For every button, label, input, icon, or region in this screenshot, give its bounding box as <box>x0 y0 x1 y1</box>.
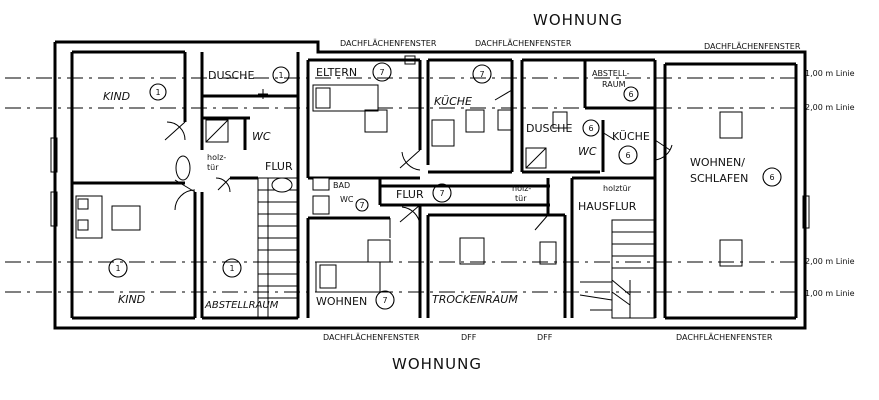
line-label-bottom-2m: 2,00 m Linie <box>805 257 855 266</box>
room-label-wc-1: WC <box>252 130 271 143</box>
unit-number-dusche-6: 6 <box>588 124 593 133</box>
stair-right <box>579 231 655 318</box>
window-label-dff-1: DFF <box>461 333 477 342</box>
header-bottom: WOHNUNG <box>392 355 482 373</box>
room-label-wohnen-6: WOHNEN/ <box>690 156 745 169</box>
room-label-schlafen-6: SCHLAFEN <box>690 172 748 185</box>
label-holztuer-2: holz- <box>512 184 531 193</box>
interior-walls <box>70 50 798 320</box>
room-label-bad-7-wc: WC <box>340 195 354 204</box>
doors <box>164 89 673 238</box>
unit-number-wohnen-6: 6 <box>769 173 774 182</box>
unit-number-kind-top: 1 <box>155 88 160 97</box>
room-label-wc-6: WC <box>578 145 597 158</box>
line-label-top-1m: 1,00 m Linie <box>805 69 855 78</box>
room-label-eltern: ELTERN <box>316 66 357 79</box>
window-label-top-left: DACHFLÄCHENFENSTER <box>340 38 437 48</box>
room-label-bad-7: BAD <box>333 181 350 190</box>
label-holztuer-2b: tür <box>515 194 527 203</box>
room-label-abstellraum-1: ABSTELLRAUM <box>204 300 279 311</box>
room-label-kueche-7: KÜCHE <box>434 95 472 108</box>
outer-walls <box>50 40 810 330</box>
line-label-bottom-1m: 1,00 m Linie <box>805 289 855 298</box>
line-label-top-2m: 2,00 m Linie <box>805 103 855 112</box>
unit-number-kind-bottom: 1 <box>115 264 120 273</box>
unit-number-flur-7: 7 <box>439 189 444 198</box>
label-holztuer-3: holztür <box>603 184 632 193</box>
unit-number-kueche-7: 7 <box>479 70 484 79</box>
window-label-dff-2: DFF <box>537 333 553 342</box>
window-label-bottom-right: DACHFLÄCHENFENSTER <box>676 332 773 342</box>
height-lines <box>5 77 800 293</box>
unit-number-bad-7: 7 <box>359 201 364 210</box>
room-label-trockenraum: TROCKENRAUM <box>432 293 518 306</box>
label-holztuer-1: holz- <box>207 153 226 162</box>
room-label-flur-7: FLUR <box>396 188 424 201</box>
room-label-kind-top: KIND <box>103 90 130 103</box>
unit-number-wohnen-7: 7 <box>382 296 387 305</box>
label-holztuer-1b: tür <box>207 163 219 172</box>
room-label-dusche-1: DUSCHE <box>208 69 254 82</box>
window-label-top-mid: DACHFLÄCHENFENSTER <box>475 38 572 48</box>
window-label-bottom-left: DACHFLÄCHENFENSTER <box>323 332 420 342</box>
fixtures <box>75 55 743 293</box>
room-label-kind-bottom: KIND <box>118 293 145 306</box>
room-label-dusche-6: DUSCHE <box>526 122 572 135</box>
stair-left <box>258 178 298 318</box>
unit-number-kueche-6: 6 <box>625 151 630 160</box>
room-label-wohnen-7: WOHNEN <box>316 295 367 308</box>
unit-number-abstellraum-6: 6 <box>628 90 633 99</box>
room-label-abstellraum-6: ABSTELL- <box>592 69 630 78</box>
header-top: WOHNUNG <box>533 11 623 29</box>
unit-number-abstellraum-1: 1 <box>229 264 234 273</box>
room-label-kueche-6: KÜCHE <box>612 130 650 143</box>
unit-number-eltern: 7 <box>379 68 384 77</box>
window-label-top-right: DACHFLÄCHENFENSTER <box>704 41 801 51</box>
unit-number-dusche-1: 1 <box>278 71 283 80</box>
room-label-abstellraum-6b: RAUM <box>602 80 626 89</box>
room-label-hausflur: HAUSFLUR <box>578 200 637 213</box>
room-label-flur-1: FLUR <box>265 160 293 173</box>
